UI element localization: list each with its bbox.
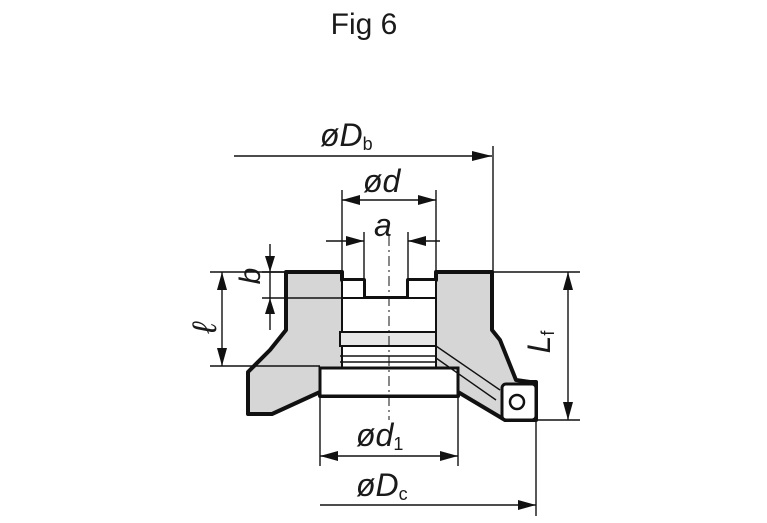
- bore-ring-upper: [339, 331, 437, 347]
- dim-l-label: ℓ: [186, 321, 224, 335]
- insert-channel-top: [435, 345, 501, 391]
- dim-l: ℓ: [186, 271, 286, 367]
- dim-Lf-label: Lf: [521, 330, 558, 354]
- insert-channel-bottom: [435, 357, 497, 401]
- dim-Lf: Lf: [492, 271, 580, 421]
- dim-d1-label: ød1: [356, 417, 403, 454]
- cutter-body: [246, 270, 538, 422]
- dim-b-label: b: [234, 268, 267, 285]
- dim-Dc: øDc: [320, 420, 537, 516]
- insert-screw-icon: [508, 393, 526, 411]
- dim-d: ød: [341, 163, 437, 272]
- dim-a-label: a: [374, 207, 392, 243]
- figure-title: Fig 6: [331, 8, 398, 41]
- dim-a: a: [326, 207, 440, 280]
- keyway-right: [407, 279, 437, 299]
- dim-d-label: ød: [363, 163, 402, 199]
- dim-d1: ød1: [319, 396, 459, 466]
- dim-Db: øDb: [234, 117, 494, 272]
- keyway-left: [341, 279, 365, 299]
- dim-Db-label: øDb: [320, 117, 373, 154]
- dim-Dc-label: øDc: [356, 467, 408, 504]
